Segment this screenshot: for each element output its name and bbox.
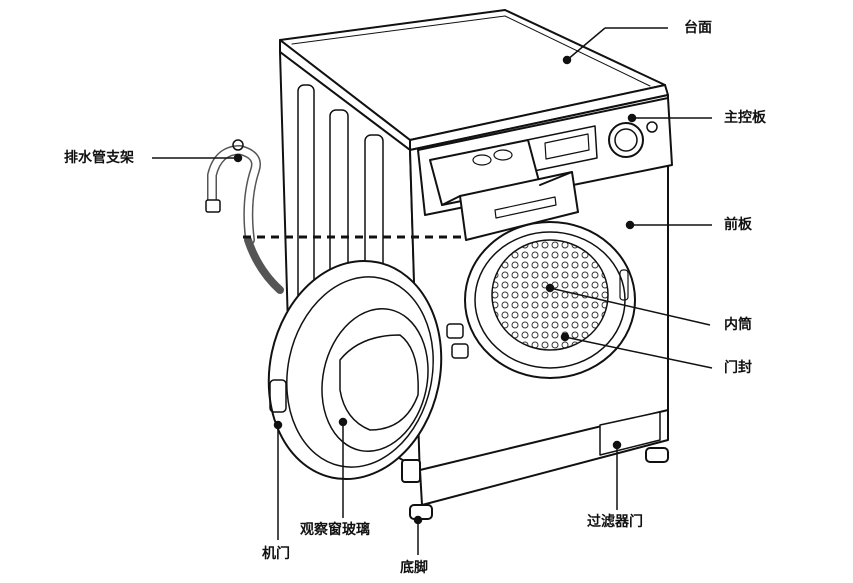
label-main-control: 主控板 [724,110,766,126]
label-door-seal: 门封 [724,360,752,376]
label-inner-drum: 内筒 [724,317,752,333]
inner-drum [491,239,609,351]
observation-window-glass [321,307,429,453]
control-knob [608,122,644,158]
door-seal-ring [464,221,636,379]
label-top-cover: 台面 [684,20,712,36]
label-door: 机门 [262,546,290,562]
foot-right [645,447,669,463]
label-observation-window: 观察窗玻璃 [300,522,370,538]
label-front-panel: 前板 [724,217,752,233]
label-inlet-hose-bracket: 排水管支架 [64,150,134,166]
door-ring [267,259,443,481]
label-filter-door: 过滤器门 [587,514,643,530]
door-latch [269,379,287,413]
label-bottom-feet: 底脚 [400,560,428,576]
foot-front [409,504,433,520]
